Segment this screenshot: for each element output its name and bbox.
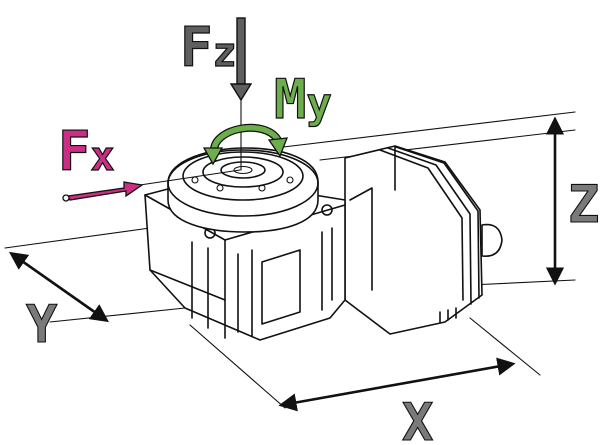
fz-label-main: F — [180, 16, 213, 79]
fz-force-arrow — [229, 17, 253, 171]
motor-housing — [344, 145, 503, 335]
y-label: Y — [26, 295, 58, 355]
fx-label-sub: x — [91, 134, 115, 180]
fx-force-arrow — [62, 169, 241, 202]
fz-label-sub: z — [213, 30, 237, 76]
fz-label: Fz — [180, 16, 237, 79]
x-dimension-arrow — [278, 357, 516, 412]
my-label-main: M — [274, 68, 307, 131]
my-moment-arrow — [202, 123, 288, 166]
my-label-sub: y — [307, 79, 332, 128]
y-dimension-arrow — [9, 251, 109, 323]
x-label: X — [402, 393, 433, 445]
fx-label: Fx — [58, 120, 115, 183]
my-label: My — [274, 68, 332, 131]
rotary-table — [167, 147, 319, 233]
fx-label-main: F — [58, 120, 91, 183]
z-label: Z — [568, 175, 599, 235]
